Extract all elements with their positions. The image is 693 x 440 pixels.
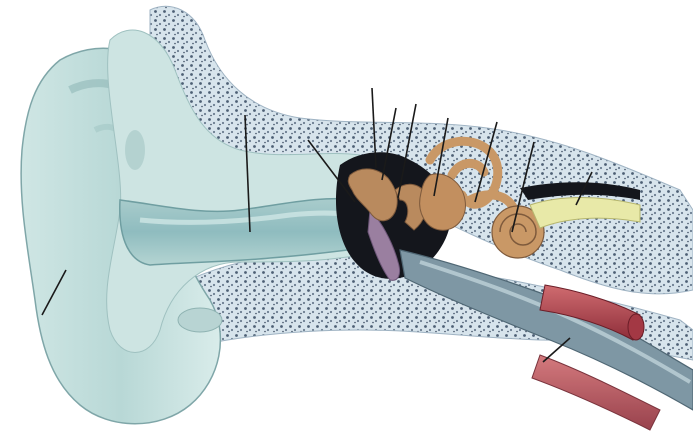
- canal-wall-spot: [178, 308, 222, 332]
- canal-wall-spot-upper: [125, 130, 145, 170]
- vessel-opening: [628, 314, 644, 340]
